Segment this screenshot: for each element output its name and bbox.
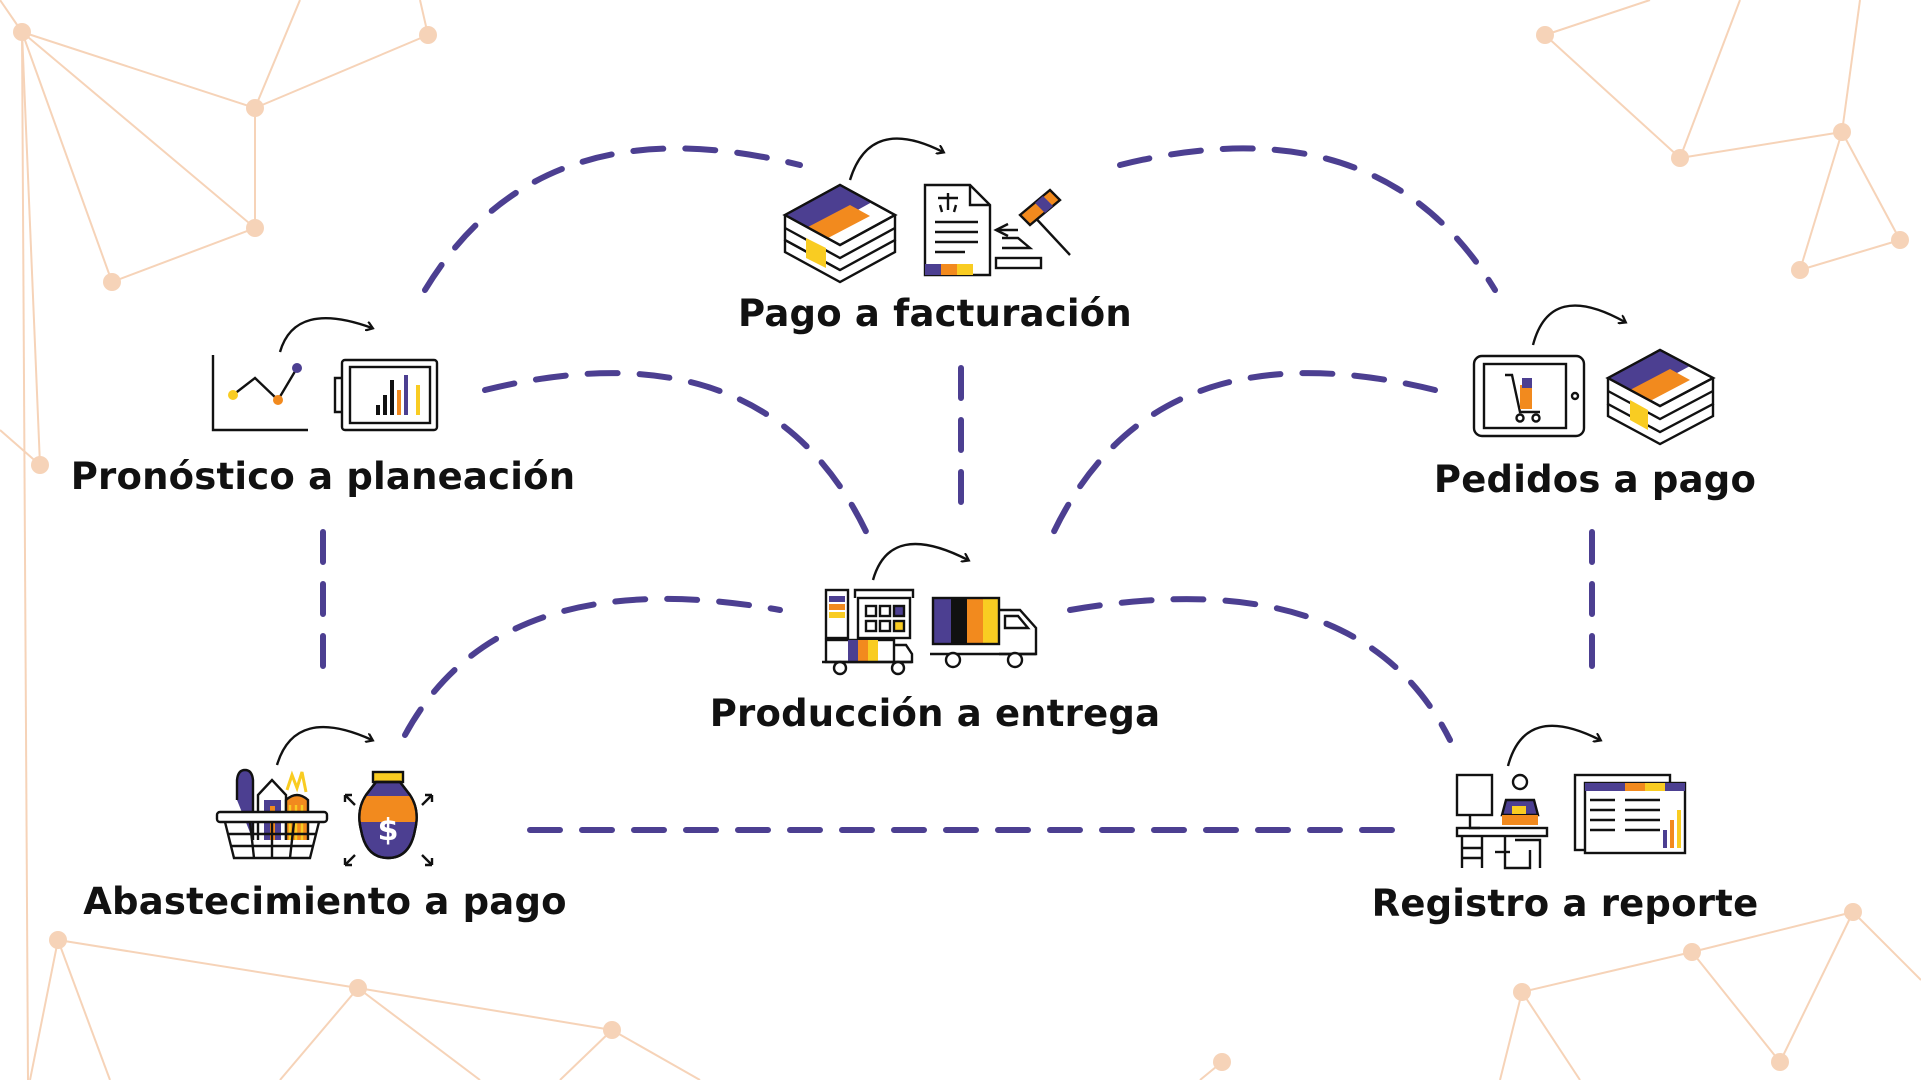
network-node bbox=[603, 1021, 621, 1039]
network-node bbox=[13, 23, 31, 41]
network-edge bbox=[559, 1029, 613, 1080]
network-edge bbox=[1799, 239, 1901, 271]
network-edge bbox=[611, 1029, 701, 1080]
network-node bbox=[349, 979, 367, 997]
network-edge bbox=[357, 987, 481, 1080]
network-edge bbox=[1852, 911, 1921, 981]
network-node bbox=[1791, 261, 1809, 279]
network-node bbox=[246, 219, 264, 237]
network-node bbox=[1771, 1053, 1789, 1071]
network-edge bbox=[1521, 991, 1581, 1080]
network-edge bbox=[1779, 911, 1854, 1063]
line-chart-icon bbox=[211, 355, 308, 432]
spreadsheet-icon bbox=[1573, 773, 1687, 855]
connector-pedidos-produccion bbox=[1047, 370, 1438, 543]
node-label-pedidos: Pedidos a pago bbox=[1433, 458, 1757, 501]
network-edge bbox=[279, 987, 359, 1080]
grocery-basket-icon bbox=[215, 768, 329, 860]
node-pronostico-icons bbox=[211, 317, 439, 432]
connector-pronostico-produccion bbox=[482, 370, 873, 543]
network-node bbox=[1891, 231, 1909, 249]
network-edge bbox=[1544, 34, 1681, 159]
process-arrow-icon bbox=[1531, 304, 1625, 346]
network-edge bbox=[21, 31, 256, 109]
network-edge bbox=[57, 939, 359, 989]
network-edge bbox=[1544, 0, 1651, 36]
network-node bbox=[31, 456, 49, 474]
process-arrow-icon bbox=[278, 317, 372, 353]
svg-text:$: $ bbox=[378, 813, 399, 848]
network-edge bbox=[21, 31, 113, 283]
network-edge bbox=[111, 227, 256, 283]
cash-stack-icon bbox=[1605, 348, 1716, 446]
process-arrow-icon bbox=[1506, 724, 1600, 767]
process-arrow-icon bbox=[871, 542, 968, 581]
network-node bbox=[1844, 903, 1862, 921]
money-bag-icon: $ bbox=[343, 770, 434, 867]
connector-abastecimiento-produccion bbox=[402, 595, 783, 738]
node-label-pago-facturacion: Pago a facturación bbox=[738, 292, 1132, 335]
network-node bbox=[1671, 149, 1689, 167]
network-edge bbox=[1679, 0, 1741, 159]
network-edge bbox=[57, 939, 111, 1080]
network-node bbox=[103, 273, 121, 291]
connector-pronostico-pago bbox=[422, 145, 803, 293]
network-node bbox=[1536, 26, 1554, 44]
node-label-registro: Registro a reporte bbox=[1371, 882, 1759, 925]
connector-pago-pedidos bbox=[1117, 145, 1498, 293]
network-node bbox=[1513, 983, 1531, 1001]
node-pago-facturacion-icons bbox=[782, 137, 1071, 284]
network-edge bbox=[21, 31, 41, 466]
node-label-produccion: Producción a entrega bbox=[709, 692, 1161, 735]
network-edge bbox=[1691, 911, 1854, 953]
network-node bbox=[419, 26, 437, 44]
cash-stack-icon bbox=[782, 183, 898, 284]
factory-truck-icon bbox=[822, 588, 915, 676]
delivery-truck-icon bbox=[930, 596, 1038, 669]
network-node bbox=[1683, 943, 1701, 961]
network-node bbox=[246, 99, 264, 117]
process-arrow-icon bbox=[275, 726, 372, 766]
legal-document-icon bbox=[923, 183, 992, 277]
network-node bbox=[1833, 123, 1851, 141]
network-edge bbox=[254, 0, 301, 109]
network-edge bbox=[254, 34, 429, 109]
tablet-cart-icon bbox=[1472, 354, 1586, 438]
network-edge bbox=[21, 31, 29, 1080]
network-node bbox=[1213, 1053, 1231, 1071]
network-edge bbox=[29, 939, 59, 1080]
network-edge bbox=[1679, 131, 1843, 159]
network-edge bbox=[357, 987, 613, 1031]
network-node bbox=[49, 931, 67, 949]
node-label-abastecimiento: Abastecimiento a pago bbox=[83, 880, 567, 923]
report-board-icon bbox=[333, 358, 439, 432]
node-label-pronostico: Pronóstico a planeación bbox=[70, 455, 576, 498]
network-edge bbox=[1691, 951, 1781, 1063]
network-edge bbox=[1521, 951, 1693, 993]
connector-lines bbox=[320, 145, 1595, 833]
node-produccion-icons bbox=[822, 542, 1038, 676]
connector-produccion-registro bbox=[1067, 596, 1453, 743]
node-pedidos-icons bbox=[1472, 304, 1716, 446]
gavel-icon bbox=[993, 188, 1071, 270]
network-edge bbox=[21, 31, 256, 229]
network-edge bbox=[1841, 0, 1861, 133]
network-edge bbox=[1799, 131, 1843, 271]
network-edge bbox=[1499, 991, 1523, 1080]
office-worker-icon bbox=[1455, 773, 1549, 870]
node-abastecimiento-icons: $ bbox=[215, 726, 434, 867]
process-arrow-icon bbox=[848, 137, 943, 181]
network-edge bbox=[1841, 131, 1901, 241]
node-registro-icons bbox=[1455, 724, 1687, 870]
